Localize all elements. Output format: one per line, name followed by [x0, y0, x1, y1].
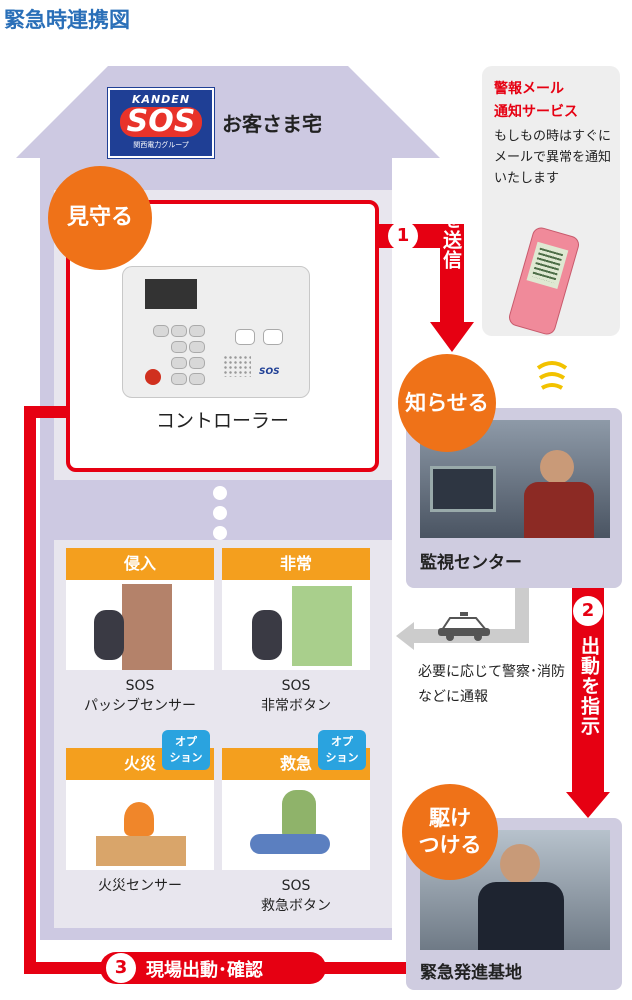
device-screen [145, 279, 197, 309]
brand-mark: SOS [120, 107, 202, 137]
option-label-line1: オプ [175, 735, 197, 748]
device-key [263, 329, 283, 345]
operator-body [524, 482, 594, 538]
watch-badge: 見守る [48, 166, 152, 270]
rush-badge: 駆け つける [402, 784, 498, 880]
signal-waves-icon [536, 361, 568, 390]
sensor-card-emergency: 非常 [222, 548, 370, 670]
police-car-icon [438, 612, 490, 641]
ellipsis-dot [213, 526, 227, 540]
step-1-number: 1 [388, 221, 418, 251]
signal-arrow-head [430, 322, 474, 352]
device-key [171, 357, 187, 369]
option-badge: オプ ション [318, 730, 366, 770]
fire-icon [124, 802, 154, 836]
window-icon [292, 586, 352, 666]
intruder-icon [252, 610, 282, 660]
sensor-caption-line1: 火災センサー [98, 878, 182, 894]
monitor-center-label: 監視センター [420, 553, 522, 573]
sensor-header: 非常 [222, 548, 370, 580]
option-label-line1: オプ [331, 735, 353, 748]
dispatch-base-label: 緊急発進基地 [420, 963, 522, 983]
notice-title: 警報メール 通知サービス [494, 78, 578, 124]
device-key [171, 341, 187, 353]
sensor-caption-line2: 非常ボタン [261, 698, 331, 714]
kitchen-counter-icon [96, 836, 186, 866]
device-key [189, 341, 205, 353]
brand-group: 関西電力グループ [133, 141, 189, 149]
page-title: 緊急時連携図 [4, 8, 130, 32]
phone-screen [526, 241, 569, 289]
dispatch-arrow-head [566, 792, 610, 818]
device-sos-tag: SOS [259, 367, 280, 377]
ellipsis-dot [213, 506, 227, 520]
controller-device-image: SOS [122, 266, 310, 398]
ellipsis-dot [213, 486, 227, 500]
device-key [189, 357, 205, 369]
rush-badge-line2: つける [418, 833, 482, 857]
sensor-caption-line2: パッシブセンサー [84, 698, 196, 714]
step-3-label: 現場出動･確認 [146, 960, 263, 981]
device-sos-button [145, 369, 161, 385]
option-label-line2: ション [325, 751, 359, 764]
first-aid-illustration [222, 780, 370, 870]
step-3-number: 3 [106, 953, 136, 983]
intruder-illustration [66, 580, 214, 670]
burglar-icon [94, 610, 124, 660]
notice-body: もしもの時はすぐにメールで異常を通知いたします [494, 129, 612, 186]
sensor-caption-line1: SOS [125, 678, 155, 694]
step-2-number: 2 [573, 596, 603, 626]
sensor-caption: SOS パッシブセンサー [66, 676, 214, 716]
device-key [171, 373, 187, 385]
monitor-center-photo [420, 420, 610, 538]
notice-title-line2: 通知サービス [494, 104, 578, 120]
sensor-caption: SOS 救急ボタン [222, 876, 370, 916]
guard-head [500, 844, 540, 884]
device-key [189, 325, 205, 337]
option-badge: オプ ション [162, 730, 210, 770]
device-key [189, 373, 205, 385]
sensor-caption: 火災センサー [66, 876, 214, 896]
patient-icon [250, 834, 330, 854]
sensor-caption-line1: SOS [281, 678, 311, 694]
notify-badge: 知らせる [398, 354, 496, 452]
sensor-header: 侵入 [66, 548, 214, 580]
operator-head [540, 450, 574, 484]
police-notice-text: 必要に応じて警察･消防などに通報 [418, 664, 565, 705]
device-key [153, 325, 169, 337]
sensor-caption: SOS 非常ボタン [222, 676, 370, 716]
option-label-line2: ション [169, 751, 203, 764]
fire-illustration [66, 780, 214, 870]
monitor-screen [430, 466, 496, 512]
device-key [235, 329, 255, 345]
door-icon [122, 584, 172, 670]
step-3-bar [100, 952, 326, 984]
step-1-label: 異常信号を送信 [440, 130, 462, 270]
rush-badge-line1: 駆け [429, 806, 471, 830]
device-key [171, 325, 187, 337]
controller-label: コントローラー [155, 410, 289, 432]
guard-body [478, 882, 564, 950]
emergency-illustration [222, 580, 370, 670]
notice-title-line1: 警報メール [494, 81, 564, 97]
device-speaker [223, 355, 251, 377]
sensor-caption-line1: SOS [281, 878, 311, 894]
brand-name: KANDEN [131, 93, 191, 106]
kanden-sos-logo: KANDEN SOS 関西電力グループ [108, 88, 214, 158]
sensor-caption-line2: 救急ボタン [261, 898, 331, 914]
police-arrow-head [396, 622, 414, 650]
sensor-card-intrusion: 侵入 [66, 548, 214, 670]
home-label: お客さま宅 [222, 112, 322, 136]
step-2-label: 出動を指示 [578, 636, 600, 736]
